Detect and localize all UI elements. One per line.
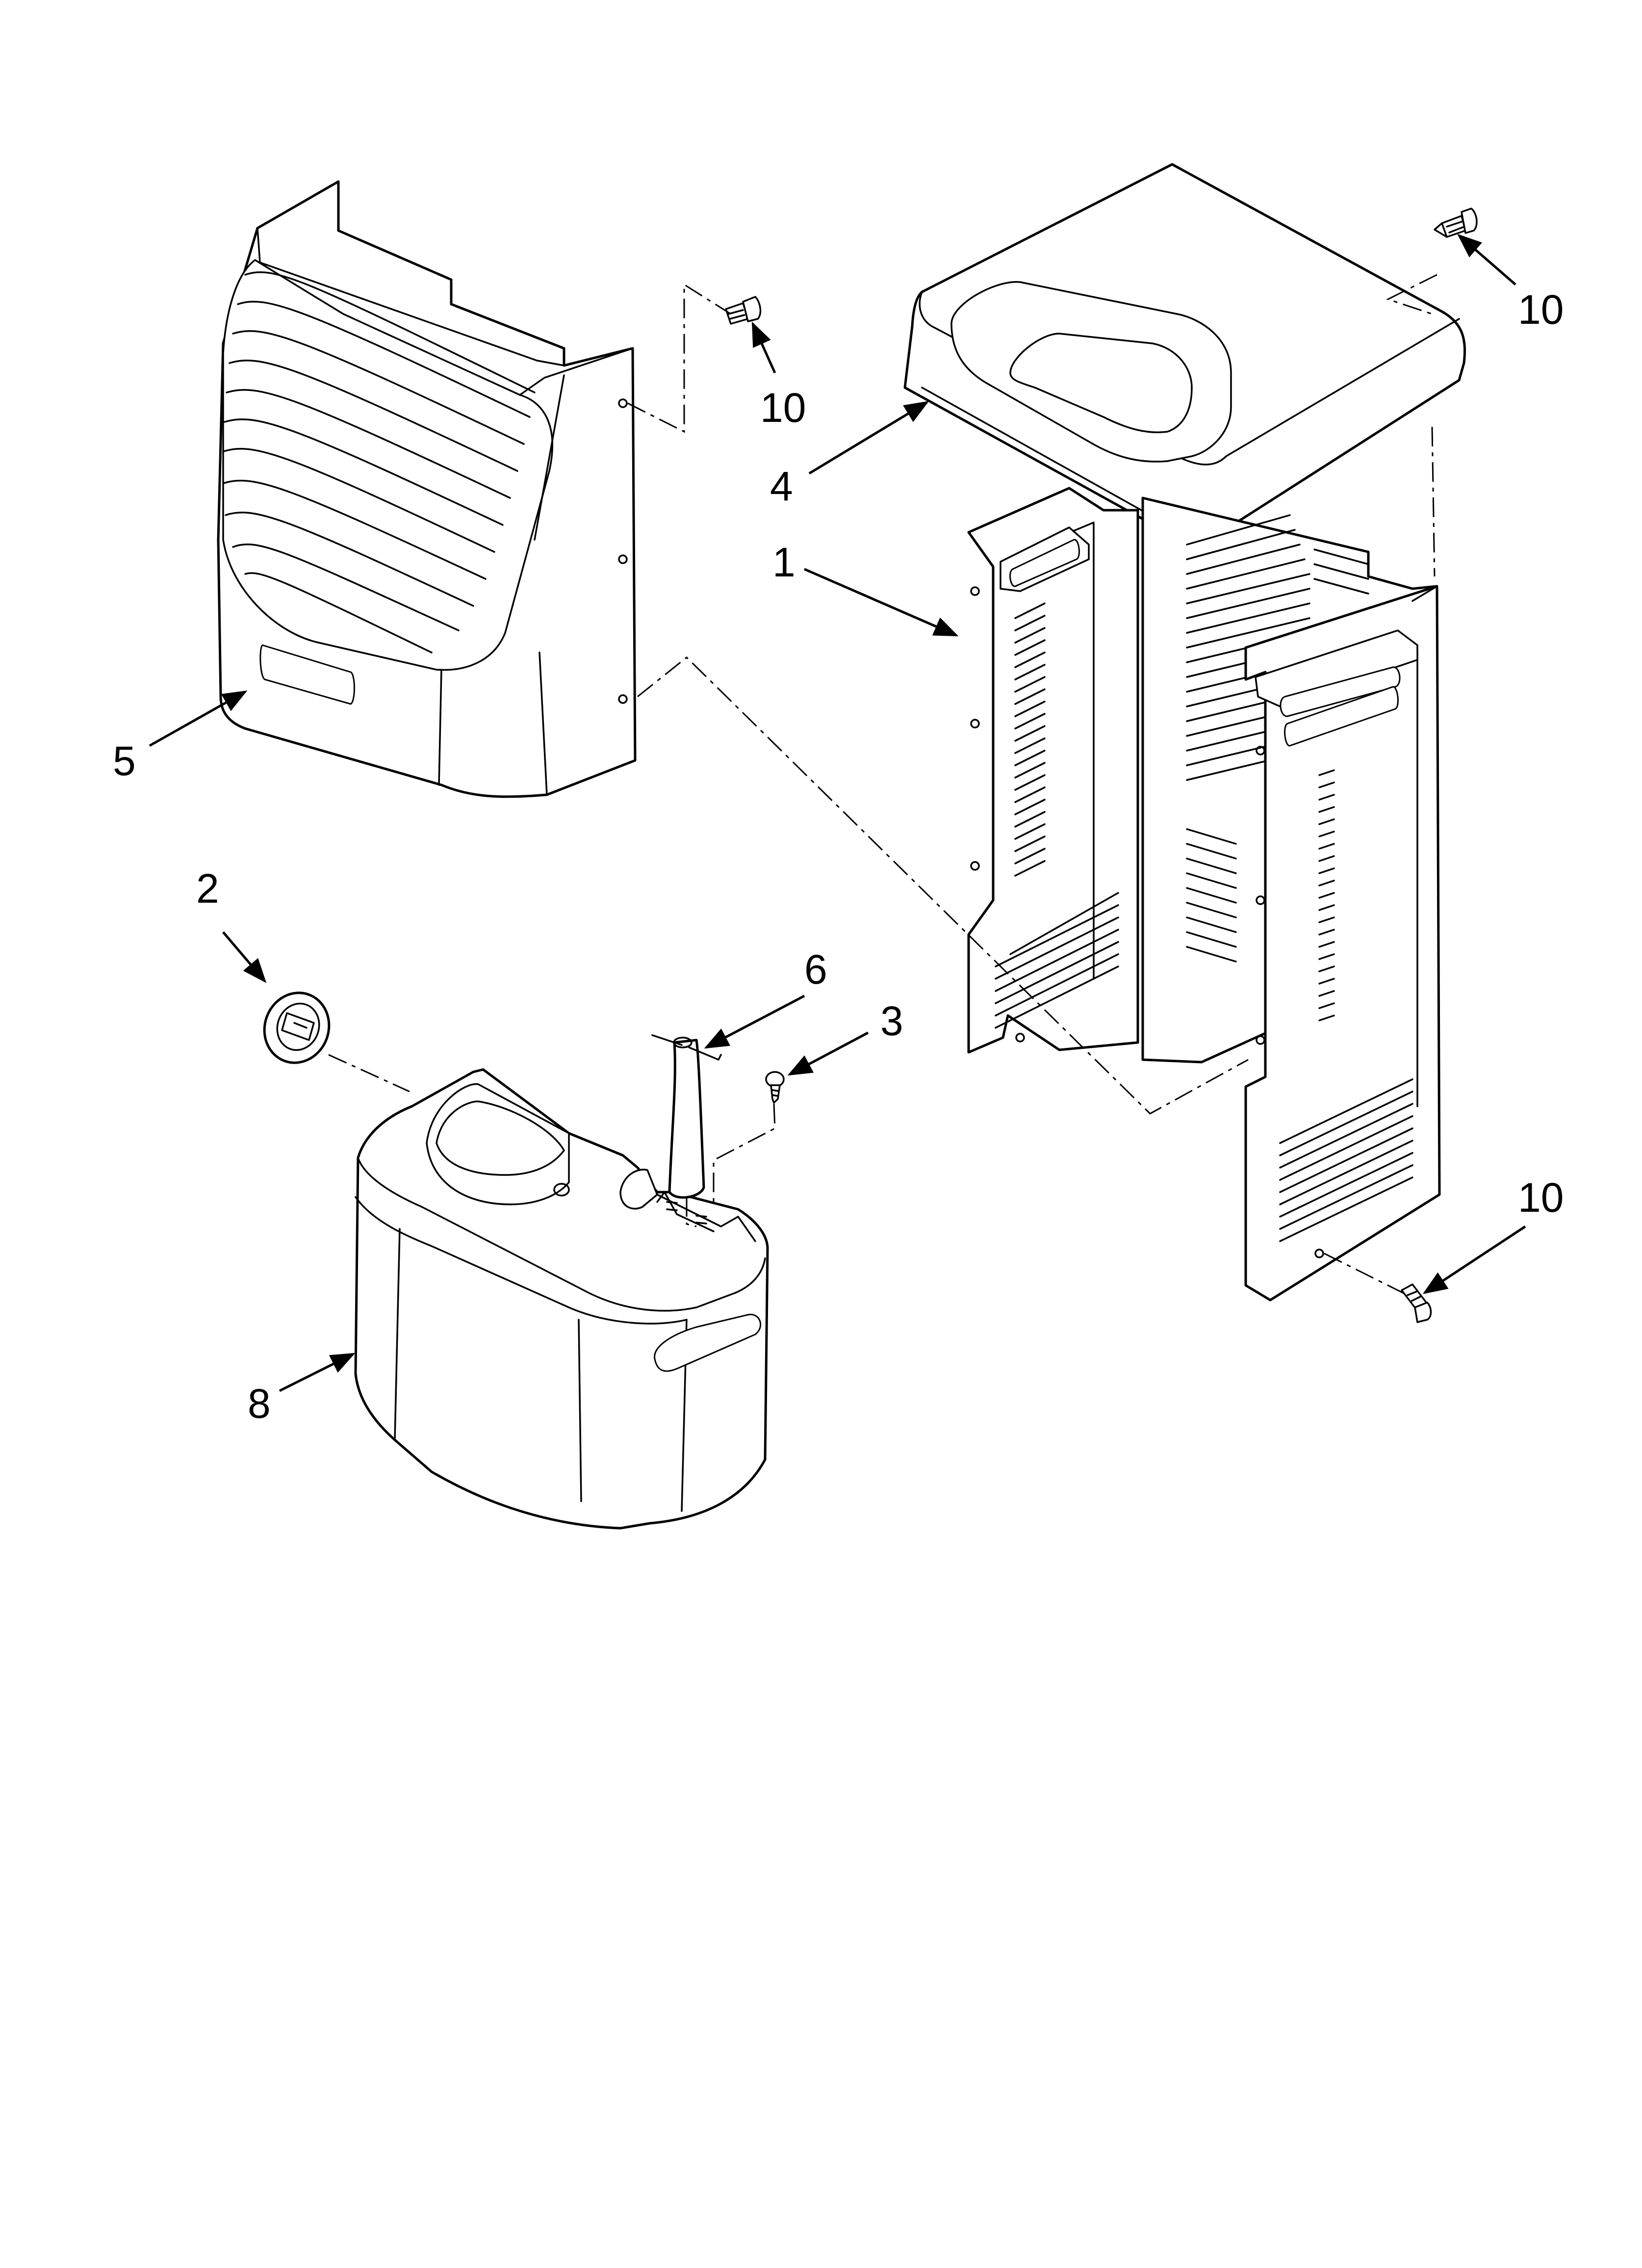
cabinet-right-louvers <box>1279 769 1413 1242</box>
grille-handle-slot <box>259 644 355 705</box>
screw-hole <box>618 554 628 564</box>
cabinet-left-louvers <box>995 602 1119 1029</box>
top-cover-part <box>903 163 1466 540</box>
callout-label-3: 3 <box>880 998 903 1044</box>
front-grille-part <box>217 180 637 798</box>
callout-labels: 10 10 4 1 5 2 6 3 8 10 <box>113 287 1564 1427</box>
callout-label-6: 6 <box>804 946 827 992</box>
drain-cap-part <box>263 991 331 1064</box>
screw-part-3 <box>765 1071 785 1104</box>
assembly-lines <box>328 274 1437 1296</box>
callout-label-10: 10 <box>1518 1174 1564 1221</box>
water-bucket-part <box>354 1068 769 1530</box>
screw-hole <box>618 694 628 704</box>
screw-hole <box>618 398 628 408</box>
callout-label-1: 1 <box>772 539 795 585</box>
callout-label-4: 4 <box>770 463 793 509</box>
callout-leaders <box>149 234 1526 1392</box>
callout-label-5: 5 <box>113 738 136 784</box>
bucket-handle-slot <box>654 1314 762 1372</box>
callout-label-10: 10 <box>1518 287 1564 333</box>
screw-part-10-top <box>1434 208 1478 238</box>
grille-louvers <box>223 271 536 653</box>
screw-part-10-left <box>725 296 762 325</box>
float-part <box>651 1034 722 1199</box>
screw-part-10-bottom <box>1401 1283 1432 1323</box>
cabinet-part <box>967 487 1441 1302</box>
callout-label-2: 2 <box>196 865 219 912</box>
callout-label-8: 8 <box>248 1381 271 1427</box>
callout-label-10: 10 <box>760 385 806 431</box>
